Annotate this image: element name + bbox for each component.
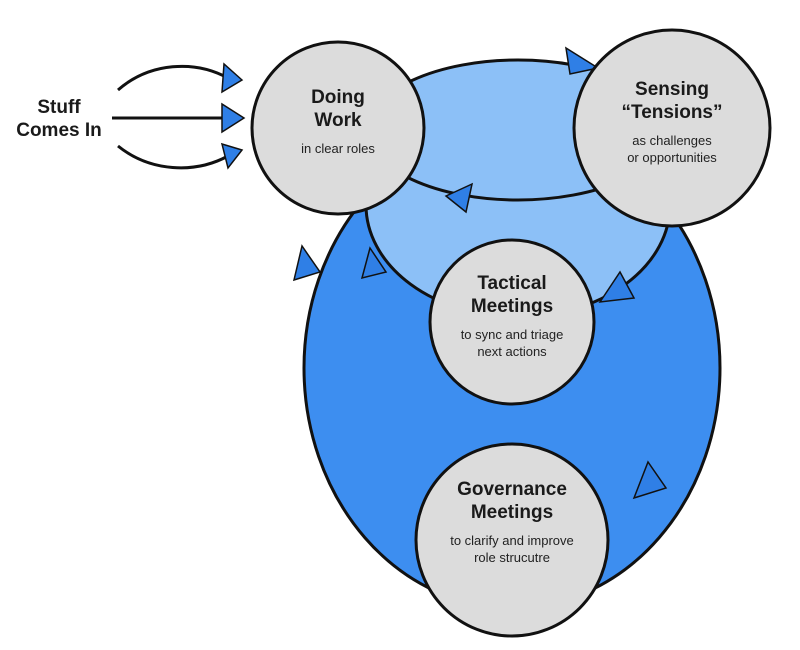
tactical-subtitle: to sync and triage next actions	[460, 327, 564, 359]
doing-work-title: Doing Work	[311, 87, 365, 131]
arrowhead-to-governance	[632, 460, 668, 500]
input-arrow-bottom	[117, 144, 229, 170]
sensing-circle	[572, 28, 772, 228]
arrowhead-input-top	[221, 62, 244, 94]
arrowhead-input-middle	[221, 102, 246, 134]
arrowhead-to-sensing	[565, 46, 600, 75]
governance-node: Governance Meetings to clarify and impro…	[422, 478, 602, 566]
tactical-circle	[428, 238, 596, 406]
doing-work-subtitle: in clear roles	[301, 141, 375, 156]
doing-work-node: Doing Work in clear roles	[268, 86, 408, 157]
tactical-node: Tactical Meetings to sync and triage nex…	[432, 272, 592, 360]
arrowhead-input-bottom	[220, 142, 244, 170]
arrowhead-governance-to-work	[292, 244, 322, 282]
input-label: Stuff Comes In	[16, 97, 102, 141]
governance-circle	[414, 442, 610, 638]
arrowhead-back-to-work	[444, 182, 474, 214]
input-arrows	[112, 64, 229, 170]
sensing-subtitle: as challenges or opportunities	[627, 133, 717, 165]
arrowhead-to-tactical	[598, 270, 636, 303]
doing-work-circle	[250, 40, 426, 216]
input-arrow-top	[117, 64, 229, 92]
sensing-title: Sensing “Tensions”	[621, 79, 723, 123]
arrowheads	[220, 46, 668, 500]
sensing-node: Sensing “Tensions” as challenges or oppo…	[590, 78, 754, 166]
governance-subtitle: to clarify and improve role strucutre	[450, 533, 574, 565]
arrowhead-tactical-to-work	[360, 246, 388, 280]
governance-title: Governance Meetings	[457, 479, 567, 523]
tactical-title: Tactical Meetings	[470, 273, 554, 317]
